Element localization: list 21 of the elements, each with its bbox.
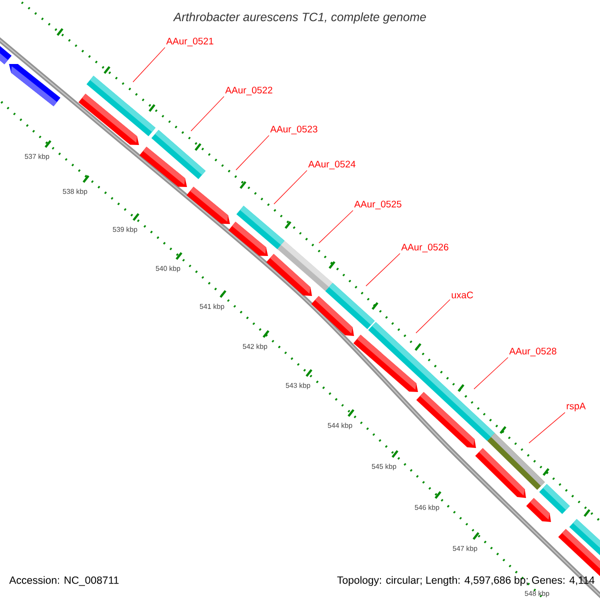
leader-line bbox=[132, 47, 166, 82]
gene-label: AAur_0521 bbox=[166, 38, 214, 46]
accession-text: Accession: NC_008711 bbox=[9, 576, 119, 586]
leader-line bbox=[528, 412, 566, 444]
leader-line bbox=[190, 96, 224, 132]
leader-line bbox=[318, 210, 354, 244]
gene-label: AAur_0528 bbox=[509, 348, 556, 356]
gene-label: AAur_0524 bbox=[308, 160, 356, 170]
gene-label: AAur_0525 bbox=[354, 200, 402, 210]
gene-label: rspA bbox=[566, 402, 586, 412]
gene-label: uxaC bbox=[452, 292, 474, 298]
leader-line bbox=[474, 357, 508, 390]
gene-label: AAur_0522 bbox=[225, 86, 272, 96]
gene-label: AAur_0523 bbox=[270, 126, 318, 134]
leader-line bbox=[236, 135, 270, 170]
genome-info-text: Topology: circular; Length: 4,597,686 bp; Genes: 4,114 bbox=[337, 576, 594, 586]
leader-line bbox=[274, 170, 308, 204]
leader-line bbox=[366, 253, 400, 286]
title: Arthrobacter aurescens TC1, complete genome bbox=[173, 12, 426, 24]
leader-line bbox=[416, 299, 450, 334]
gene-label: AAur_0526 bbox=[401, 244, 448, 252]
